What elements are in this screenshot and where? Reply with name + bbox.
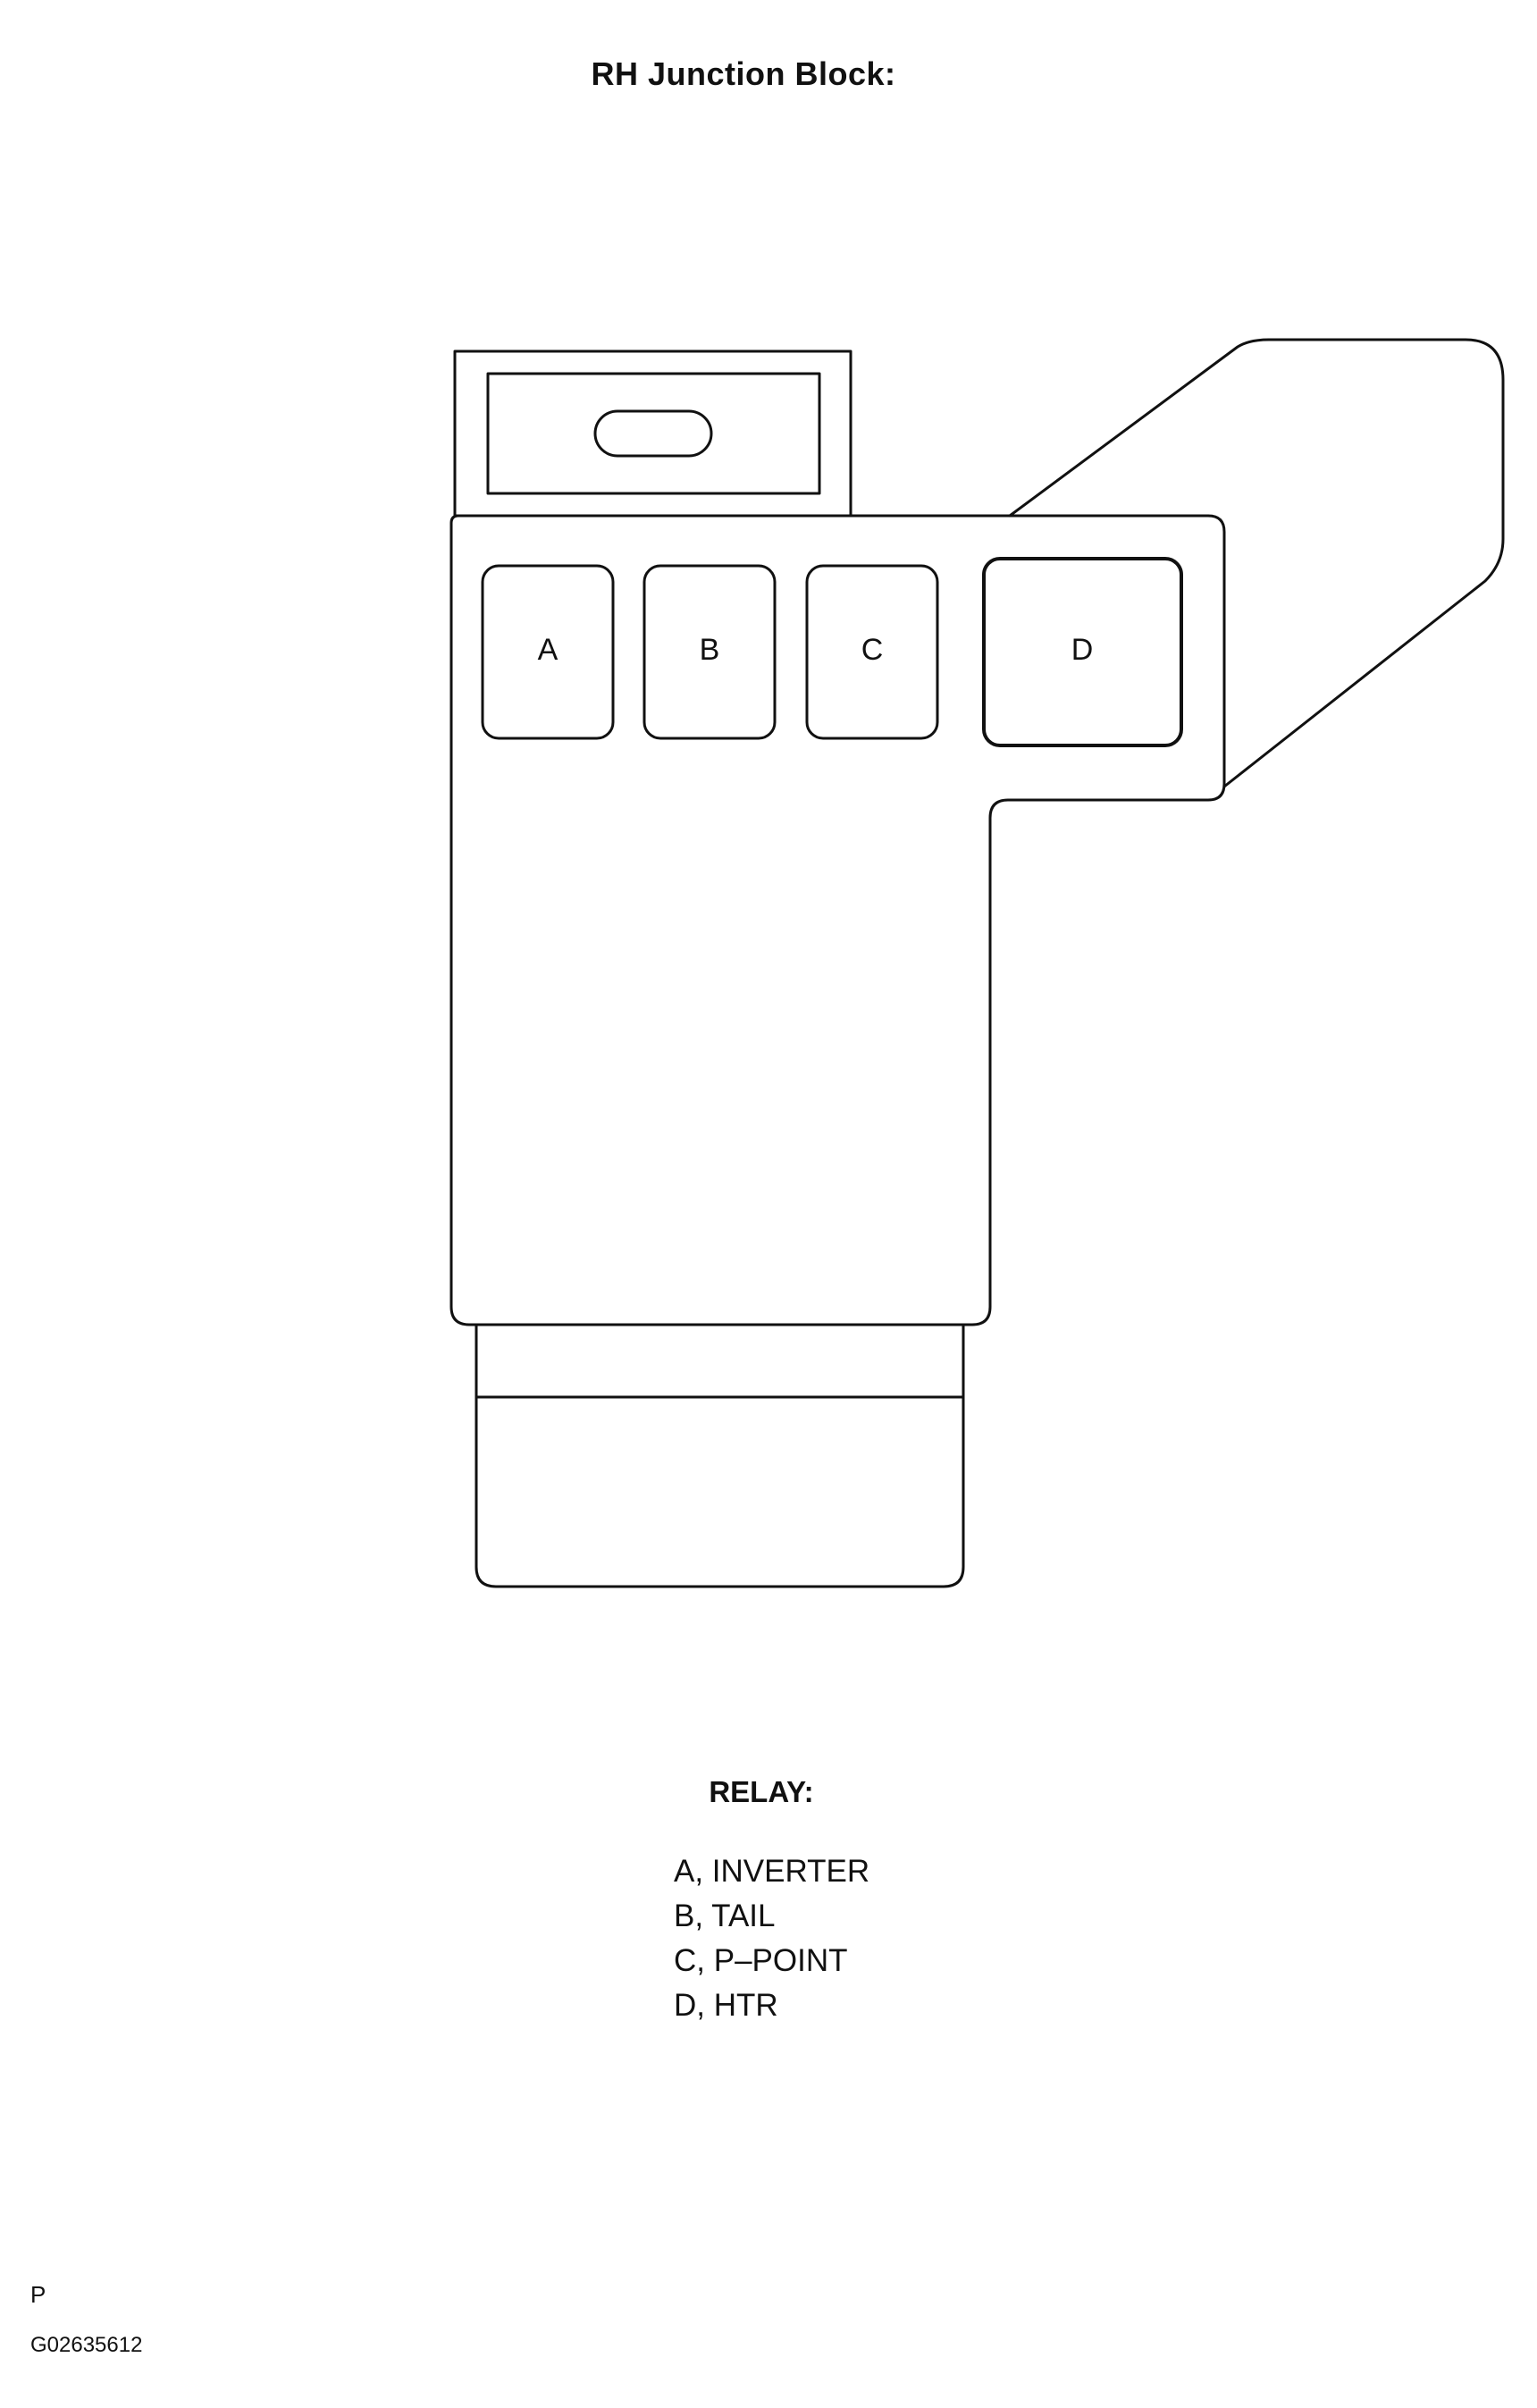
- diagram-title: RH Junction Block:: [591, 55, 896, 92]
- relay-slot-b: [643, 564, 777, 740]
- relay-legend-item: B, TAIL: [674, 1899, 776, 1933]
- side-extension: [1008, 338, 1505, 788]
- relay-label-d: D: [1071, 633, 1094, 667]
- figure-id: G02635612: [30, 2333, 143, 2357]
- junction-block-housing: [449, 514, 1226, 1326]
- relay-legend-item: C, P–POINT: [674, 1943, 848, 1978]
- relay-slot-c: [805, 564, 939, 740]
- relay-label-c: C: [861, 633, 884, 667]
- relay-legend-item: D, HTR: [674, 1988, 778, 2023]
- relay-label-b: B: [700, 633, 720, 667]
- relay-slots: [481, 557, 1183, 747]
- bottom-connector: [475, 1323, 965, 1588]
- footer-code-letter: P: [30, 2281, 46, 2308]
- connector-slot: [593, 409, 713, 458]
- relay-label-a: A: [538, 633, 559, 667]
- relay-legend-item: A, INVERTER: [674, 1854, 870, 1889]
- relay-slot-a: [481, 564, 615, 740]
- relay-legend-heading: RELAY:: [709, 1775, 814, 1808]
- relay-legend-list: A, INVERTER B, TAIL C, P–POINT D, HTR: [674, 1849, 869, 2028]
- relay-slot-d: [982, 557, 1183, 747]
- top-connector-tab: [453, 349, 852, 518]
